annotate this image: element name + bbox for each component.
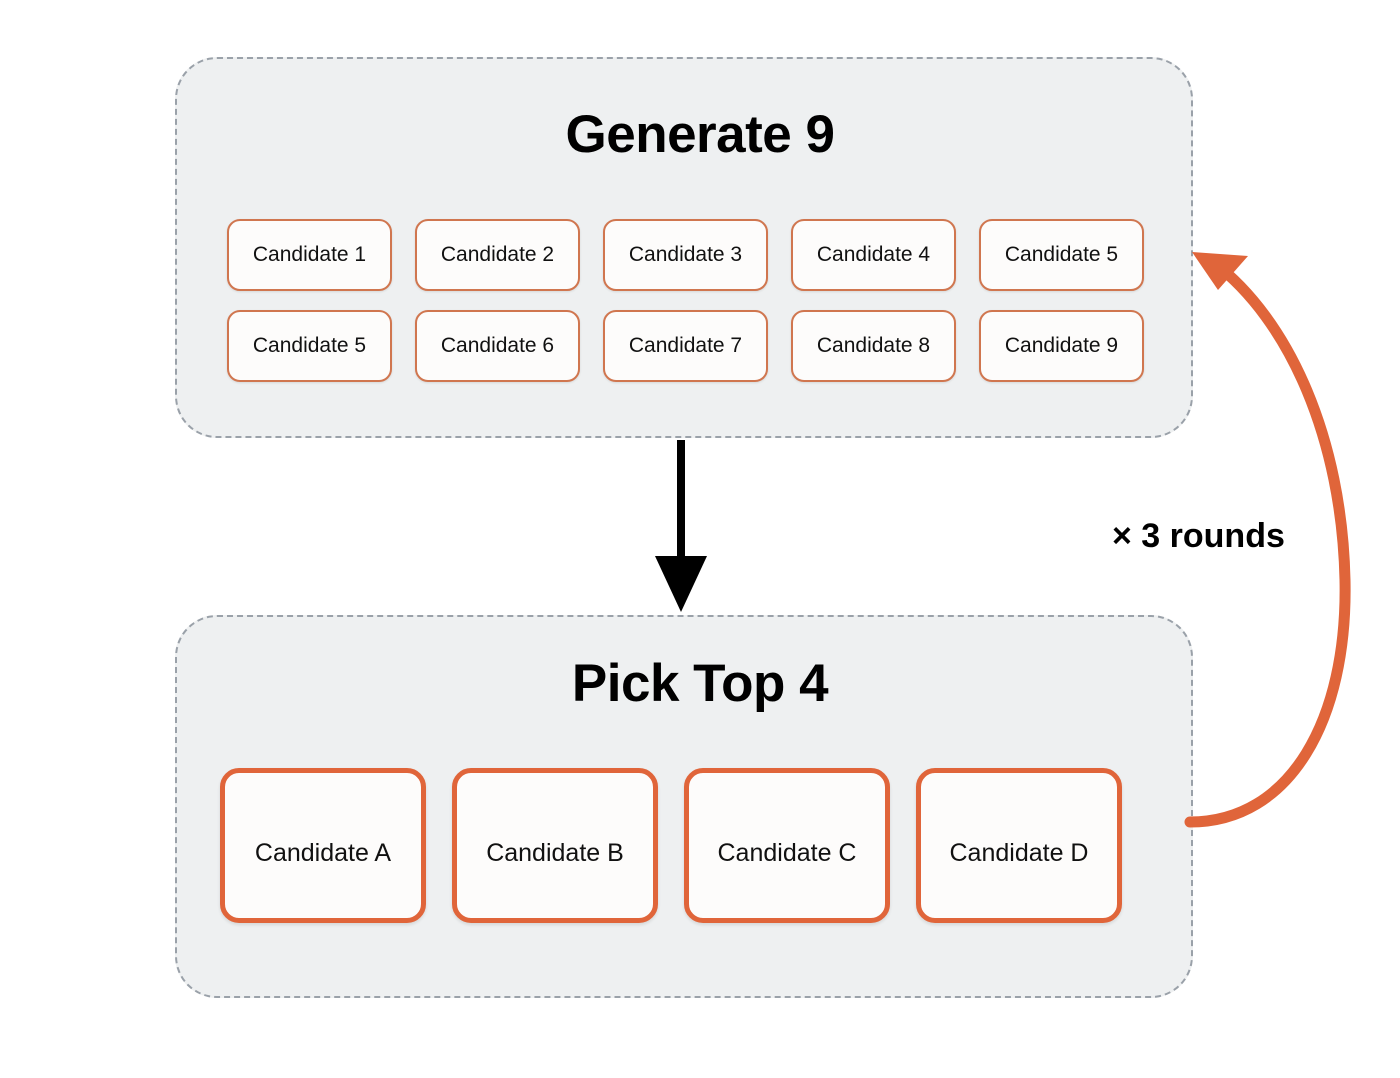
selected-candidate-chip[interactable]: Candidate D (916, 768, 1122, 923)
candidate-chip[interactable]: Candidate 4 (791, 219, 956, 291)
pick-panel-title: Pick Top 4 (571, 654, 829, 713)
candidate-chip[interactable]: Candidate 7 (603, 310, 768, 382)
selected-candidate-chip[interactable]: Candidate A (220, 768, 426, 923)
candidate-chip[interactable]: Candidate 9 (979, 310, 1144, 382)
generate-panel-title: Generate 9 (565, 105, 835, 164)
down-arrow-generate-to-pick (655, 440, 707, 612)
candidate-chip[interactable]: Candidate 2 (415, 219, 580, 291)
pick-candidate-grid: Candidate A Candidate B Candidate C Cand… (220, 768, 1140, 923)
selected-candidate-chip[interactable]: Candidate C (684, 768, 890, 923)
generate-candidate-grid: Candidate 1 Candidate 2 Candidate 3 Cand… (227, 219, 1144, 382)
candidate-chip[interactable]: Candidate 1 (227, 219, 392, 291)
candidate-chip[interactable]: Candidate 8 (791, 310, 956, 382)
candidate-chip[interactable]: Candidate 6 (415, 310, 580, 382)
rounds-label: × 3 rounds (1112, 517, 1285, 555)
selected-candidate-chip[interactable]: Candidate B (452, 768, 658, 923)
candidate-chip[interactable]: Candidate 5 (227, 310, 392, 382)
candidate-chip[interactable]: Candidate 3 (603, 219, 768, 291)
candidate-chip[interactable]: Candidate 5 (979, 219, 1144, 291)
